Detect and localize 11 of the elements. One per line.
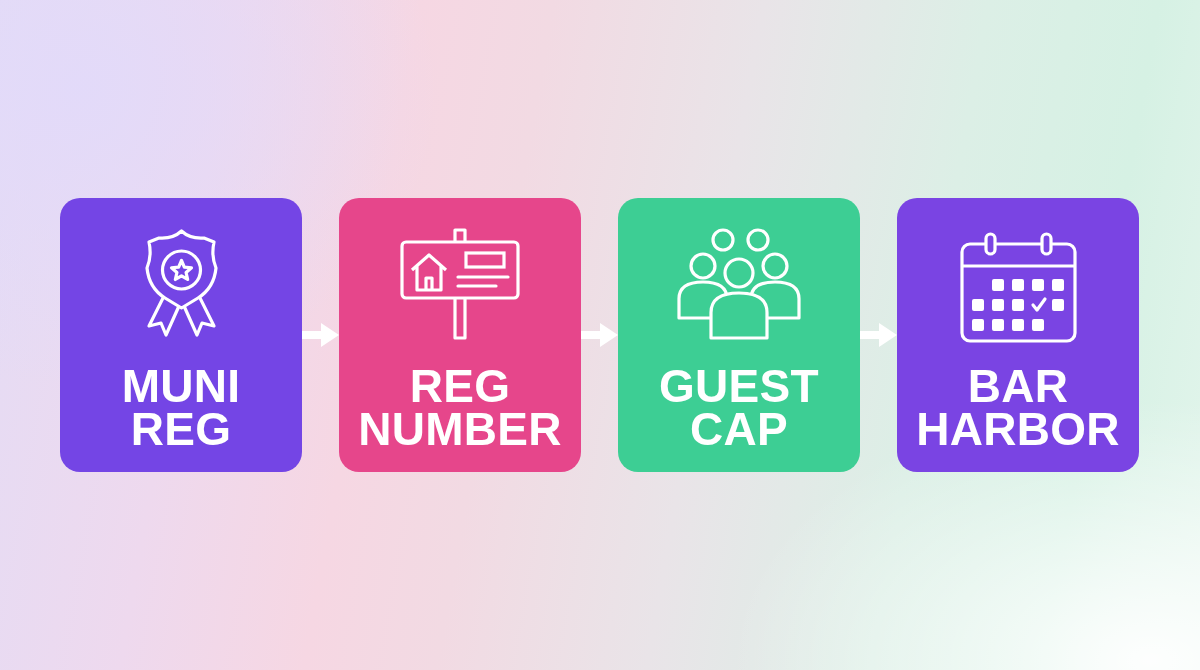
arrow bbox=[860, 323, 897, 347]
step-label: MUNI REG bbox=[120, 365, 242, 451]
step-label: BAR HARBOR bbox=[915, 365, 1121, 451]
step-card bbox=[897, 198, 1139, 472]
step-card bbox=[339, 198, 581, 472]
step-card bbox=[618, 198, 860, 472]
step-label: GUEST CAP bbox=[658, 365, 820, 451]
step-card bbox=[60, 198, 302, 472]
step-label: REG NUMBER bbox=[357, 365, 563, 451]
arrow bbox=[302, 323, 339, 347]
arrow bbox=[581, 323, 618, 347]
